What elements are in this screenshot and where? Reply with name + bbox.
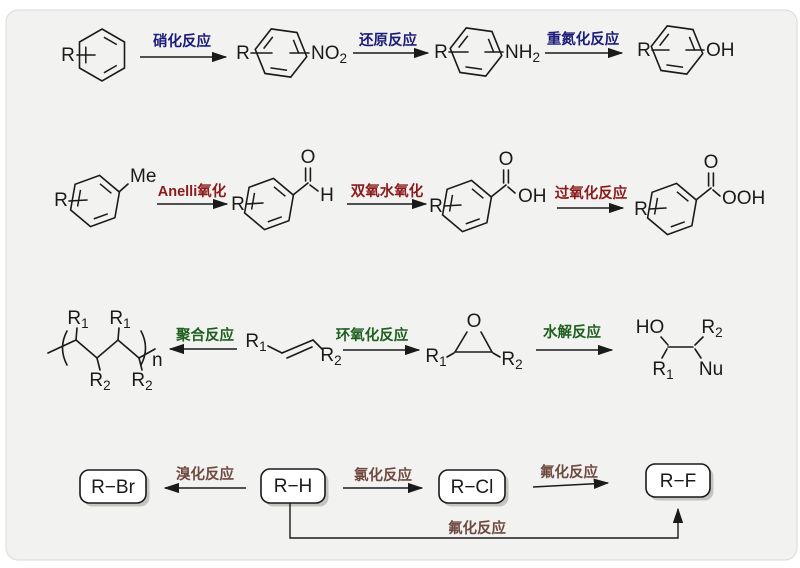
epoxidation-label: 环氧化反应 bbox=[336, 326, 409, 344]
nitration-label: 硝化反应 bbox=[153, 32, 211, 50]
fluorination-arrow bbox=[532, 478, 610, 489]
anelli-oxidation-label: Anelli氧化 bbox=[158, 182, 227, 200]
fluorination-bottom-arrow bbox=[289, 503, 684, 539]
polymer-R2-label-2: R2 bbox=[131, 370, 152, 393]
benzaldehyde-R-label: R bbox=[231, 194, 245, 215]
fluorination-label: 氟化反应 bbox=[540, 463, 598, 481]
polymer-R2-bond-2 bbox=[138, 357, 143, 371]
polymer-R1-label-1: R1 bbox=[67, 308, 88, 331]
polymer-backbone bbox=[47, 338, 156, 360]
nitrobenzene-R-label: R bbox=[236, 43, 250, 64]
epoxide-R2-label: R2 bbox=[501, 349, 522, 372]
rh-label: R−H bbox=[274, 476, 313, 497]
product-R2-label: R2 bbox=[701, 317, 722, 340]
perbenzoic-R-bond bbox=[648, 207, 667, 210]
background-panel bbox=[5, 9, 798, 561]
phenol-OH-label: OH bbox=[706, 40, 735, 61]
product-Nu-bond bbox=[694, 348, 702, 359]
diol-product-structure: HO R2 R1 Nu bbox=[636, 317, 723, 382]
perbenzoic-C-bond bbox=[695, 187, 712, 201]
row4-halogenation-sequence: R−Br 溴化反应 R−H 氯化反应 R−Cl 氟化反应 R−F 氟化反应 bbox=[79, 463, 714, 539]
perbenzoic-COOH-bond bbox=[712, 189, 721, 197]
benzoic-OH-label: OH bbox=[518, 186, 547, 207]
methyl-bond bbox=[118, 183, 129, 193]
rcl-label: R−Cl bbox=[451, 477, 494, 498]
benzaldehyde-H-label: H bbox=[320, 185, 334, 206]
epoxide-structure: O R1 R2 bbox=[425, 311, 522, 372]
epoxide-R2-bond bbox=[492, 352, 501, 358]
row3-alkene-sequence: R1 R1 R2 R2 n 聚合反应 R1 R2 环氧化反应 O R1 bbox=[47, 308, 723, 393]
benzaldehyde-C-bond bbox=[292, 182, 309, 196]
polymer-R1-bond-2 bbox=[117, 327, 120, 341]
polymer-left-paren bbox=[61, 330, 68, 366]
polymer-R2-label-1: R2 bbox=[89, 370, 110, 393]
polymer-R2-bond-1 bbox=[96, 357, 101, 371]
rf-label: R−F bbox=[660, 471, 696, 492]
product-HO-bond bbox=[660, 336, 669, 346]
benzoic-C-bond bbox=[490, 184, 507, 198]
row1-arene-sequence: R 硝化反应 R NO2 还原反应 R NH2 重氮化反应 R OH bbox=[61, 23, 735, 82]
epoxide-R1-label: R1 bbox=[425, 346, 446, 369]
h2o2-oxidation-label: 双氧水氧化 bbox=[351, 182, 424, 200]
toluene-R-label: R bbox=[54, 190, 68, 211]
benzaldehyde-R-bond bbox=[245, 202, 264, 205]
polymer-right-paren bbox=[140, 330, 147, 366]
perbenzoic-OOH-label: OOH bbox=[722, 188, 765, 209]
amine-group-label: NH2 bbox=[505, 42, 540, 65]
aniline-R-label: R bbox=[434, 42, 448, 63]
product-Nu-label: Nu bbox=[699, 359, 723, 380]
perbenzoic-R-label: R bbox=[634, 199, 648, 220]
reduction-label: 还原反应 bbox=[358, 31, 417, 49]
product-R1-bond bbox=[661, 348, 668, 359]
benzaldehyde-CH-bond bbox=[309, 184, 319, 192]
benzoic-O-label: O bbox=[499, 149, 514, 170]
polymer-n-label: n bbox=[152, 350, 163, 371]
perbenzoic-O-label: O bbox=[704, 152, 719, 173]
rbr-box bbox=[79, 469, 147, 504]
polymerization-label: 聚合反应 bbox=[175, 326, 234, 344]
polymer-R1-label-2: R1 bbox=[109, 308, 130, 331]
rf-box bbox=[645, 463, 711, 498]
rcl-box bbox=[438, 469, 506, 504]
chlorination-label: 氯化反应 bbox=[354, 466, 412, 484]
alkene-double-bond-2 bbox=[286, 346, 313, 359]
alkene-structure: R1 R2 bbox=[245, 331, 341, 368]
polymer-R1-bond-1 bbox=[75, 327, 78, 341]
row1-benzene-R-label: R bbox=[61, 45, 75, 66]
alkene-R2-label: R2 bbox=[320, 345, 341, 368]
product-HO-label: HO bbox=[636, 317, 665, 338]
fluorination-bottom-label: 氟化反应 bbox=[448, 519, 506, 537]
benzoic-COH-bond bbox=[507, 186, 516, 194]
epoxide-CO-bond-2 bbox=[480, 331, 493, 353]
benzoic-R-label: R bbox=[429, 196, 443, 217]
product-R1-label: R1 bbox=[652, 359, 673, 382]
bromination-label: 溴化反应 bbox=[175, 465, 234, 483]
epoxide-CO-bond-1 bbox=[454, 331, 468, 353]
polymer-structure: R1 R1 R2 R2 n bbox=[47, 308, 163, 393]
epoxide-O-label: O bbox=[467, 311, 482, 332]
epoxide-R1-bond bbox=[446, 352, 455, 358]
alkene-R1-label: R1 bbox=[245, 331, 266, 354]
benzaldehyde-O-label: O bbox=[301, 147, 316, 168]
hydrolysis-label: 水解反应 bbox=[543, 323, 601, 341]
product-R2-bond bbox=[694, 336, 704, 346]
benzoic-R-bond bbox=[443, 204, 462, 207]
rh-box bbox=[260, 468, 326, 504]
peroxidation-label: 过氧化反应 bbox=[555, 184, 628, 202]
alkene-double-bond-1 bbox=[281, 339, 314, 354]
diazotization-label: 重氮化反应 bbox=[547, 30, 620, 48]
nitro-group-label: NO2 bbox=[311, 43, 347, 66]
alkene-R2-bond bbox=[312, 339, 323, 350]
alkene-R1-bond bbox=[267, 345, 283, 354]
row2-oxidation-sequence: R Me Anelli氧化 R O H 双氧水氧化 R O OH 过氧化反应 R bbox=[54, 147, 765, 240]
methyl-label: Me bbox=[130, 166, 156, 187]
rbr-label: R−Br bbox=[91, 477, 135, 498]
phenol-R-label: R bbox=[637, 40, 651, 61]
